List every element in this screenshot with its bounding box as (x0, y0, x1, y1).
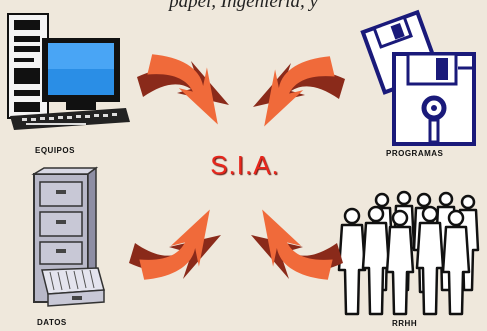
label-equipos: EQUIPOS (35, 146, 75, 155)
label-programas: PROGRAMAS (386, 149, 444, 158)
arrow-bottom-left (129, 209, 221, 280)
arrow-top-right (253, 56, 345, 127)
label-rrhh: RRHH (392, 319, 418, 328)
floppy-disk-icon (360, 9, 476, 146)
computer-icon (7, 13, 130, 130)
arrow-bottom-right (251, 209, 343, 280)
filing-cabinet-icon (31, 166, 105, 307)
arrow-top-left (137, 54, 229, 125)
center-title: S.I.A. (210, 150, 280, 180)
label-datos: DATOS (37, 318, 67, 327)
people-group-icon (337, 190, 480, 316)
header-text: papel, Ingenieria, y (169, 0, 318, 12)
